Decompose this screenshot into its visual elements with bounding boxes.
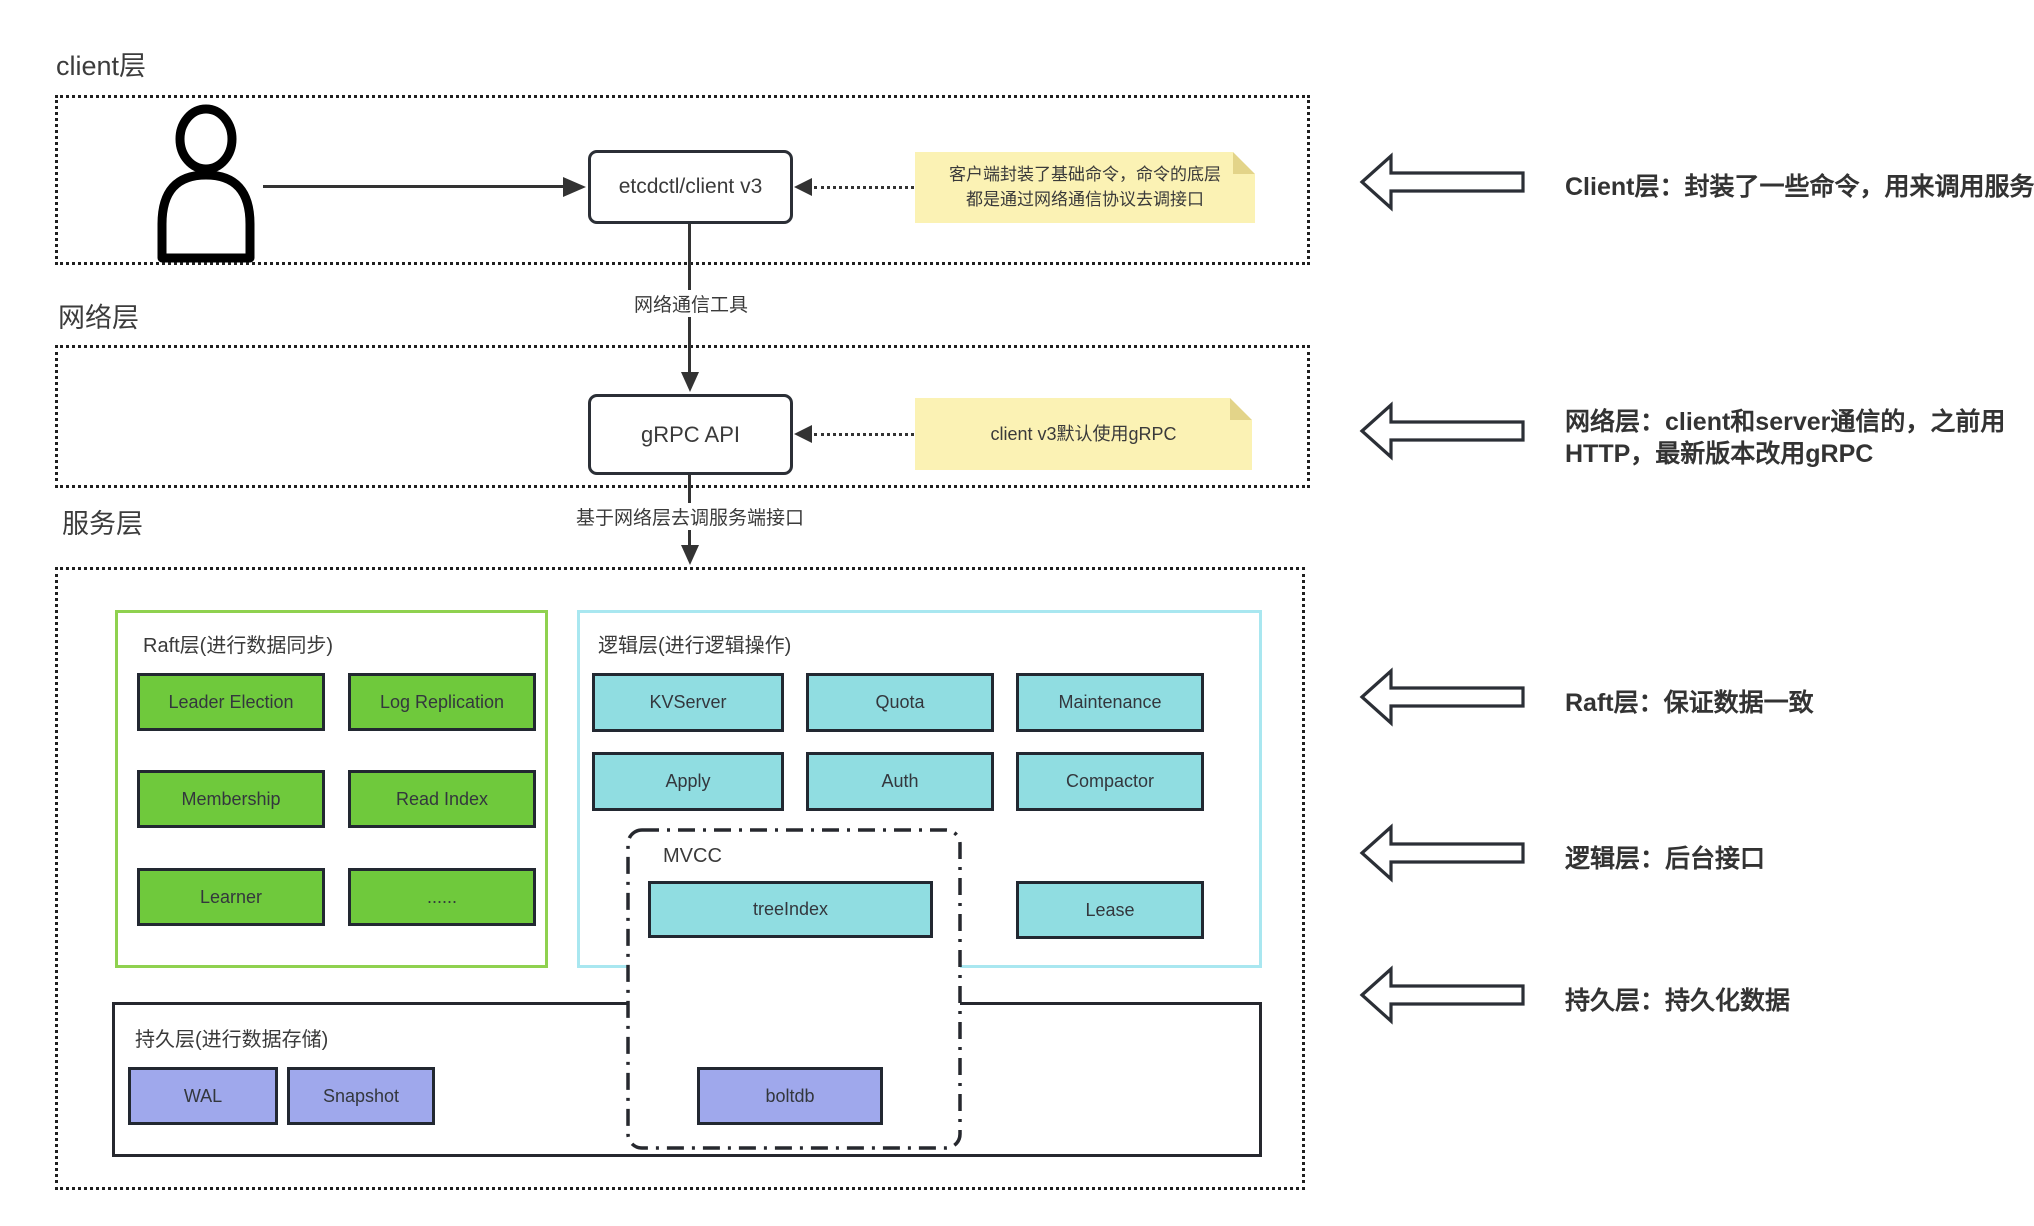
client-note: 客户端封装了基础命令，命令的底层 都是通过网络通信协议去调接口 bbox=[915, 152, 1255, 223]
node-kvserver: KVServer bbox=[592, 673, 784, 732]
note-fold-corner bbox=[1233, 152, 1255, 174]
user-to-client-arrowhead bbox=[563, 177, 586, 197]
note-fold-corner bbox=[1230, 398, 1252, 420]
node-read-index: Read Index bbox=[348, 770, 536, 828]
raft-group-title: Raft层(进行数据同步) bbox=[143, 635, 333, 657]
annotation-arrow-persist bbox=[1359, 965, 1525, 1025]
node-raft-ellipsis: ...... bbox=[348, 868, 536, 926]
persist-group-box: 持久层(进行数据存储) bbox=[112, 1002, 1262, 1157]
service-layer-box bbox=[55, 567, 1305, 1190]
node-lease: Lease bbox=[1016, 881, 1204, 939]
annotation-network-line1: 网络层：client和server通信的，之前用 bbox=[1565, 408, 2006, 436]
node-wal: WAL bbox=[128, 1067, 278, 1125]
node-leader-election: Leader Election bbox=[137, 673, 325, 731]
network-tool-label: 网络通信工具 bbox=[628, 290, 754, 317]
call-server-label: 基于网络层去调服务端接口 bbox=[570, 503, 810, 530]
mvcc-label: MVCC bbox=[663, 845, 722, 867]
node-auth: Auth bbox=[806, 752, 994, 811]
note1-arrowhead bbox=[794, 178, 812, 196]
node-quota: Quota bbox=[806, 673, 994, 732]
annotation-client-text: Client层：封装了一些命令，用来调用服务 bbox=[1565, 173, 2034, 201]
note2-dotted-line bbox=[814, 433, 914, 436]
node-apply: Apply bbox=[592, 752, 784, 811]
node-compactor: Compactor bbox=[1016, 752, 1204, 811]
note2-arrowhead bbox=[794, 425, 812, 443]
node-membership: Membership bbox=[137, 770, 325, 828]
client-layer-box bbox=[55, 95, 1310, 265]
node-snapshot: Snapshot bbox=[287, 1067, 435, 1125]
client-layer-label: client层 bbox=[56, 51, 147, 81]
grpc-api-node: gRPC API bbox=[588, 394, 793, 475]
annotation-network-line2: HTTP，最新版本改用gRPC bbox=[1565, 440, 1874, 468]
network-layer-label: 网络层 bbox=[58, 303, 139, 333]
node-boltdb: boltdb bbox=[697, 1067, 883, 1125]
annotation-arrow-network bbox=[1359, 401, 1525, 461]
logic-group-title: 逻辑层(进行逻辑操作) bbox=[598, 635, 792, 657]
client-note-line1: 客户端封装了基础命令，命令的底层 bbox=[949, 164, 1221, 184]
persist-group-title: 持久层(进行数据存储) bbox=[135, 1029, 329, 1051]
client-note-line2: 都是通过网络通信协议去调接口 bbox=[966, 189, 1204, 209]
service-layer-label: 服务层 bbox=[62, 509, 143, 539]
annotation-logic-text: 逻辑层：后台接口 bbox=[1565, 845, 1766, 873]
client-to-grpc-arrowhead bbox=[681, 372, 699, 392]
annotation-arrow-logic bbox=[1359, 823, 1525, 883]
note1-dotted-line bbox=[814, 186, 914, 189]
node-maintenance: Maintenance bbox=[1016, 673, 1204, 732]
grpc-note-text: client v3默认使用gRPC bbox=[990, 423, 1177, 444]
grpc-to-service-arrowhead bbox=[681, 545, 699, 565]
grpc-api-label: gRPC API bbox=[640, 421, 741, 447]
etcdctl-client-node: etcdctl/client v3 bbox=[588, 150, 793, 224]
user-to-client-line bbox=[263, 185, 565, 188]
annotation-arrow-raft bbox=[1359, 667, 1525, 727]
annotation-arrow-client bbox=[1359, 152, 1525, 212]
node-log-replication: Log Replication bbox=[348, 673, 536, 731]
annotation-persist-text: 持久层：持久化数据 bbox=[1565, 987, 1791, 1015]
node-treeindex: treeIndex bbox=[648, 881, 933, 938]
node-learner: Learner bbox=[137, 868, 325, 926]
etcdctl-client-label: etcdctl/client v3 bbox=[618, 175, 763, 198]
annotation-raft-text: Raft层：保证数据一致 bbox=[1565, 689, 1814, 717]
grpc-note: client v3默认使用gRPC bbox=[915, 398, 1252, 470]
network-layer-box bbox=[55, 345, 1310, 488]
